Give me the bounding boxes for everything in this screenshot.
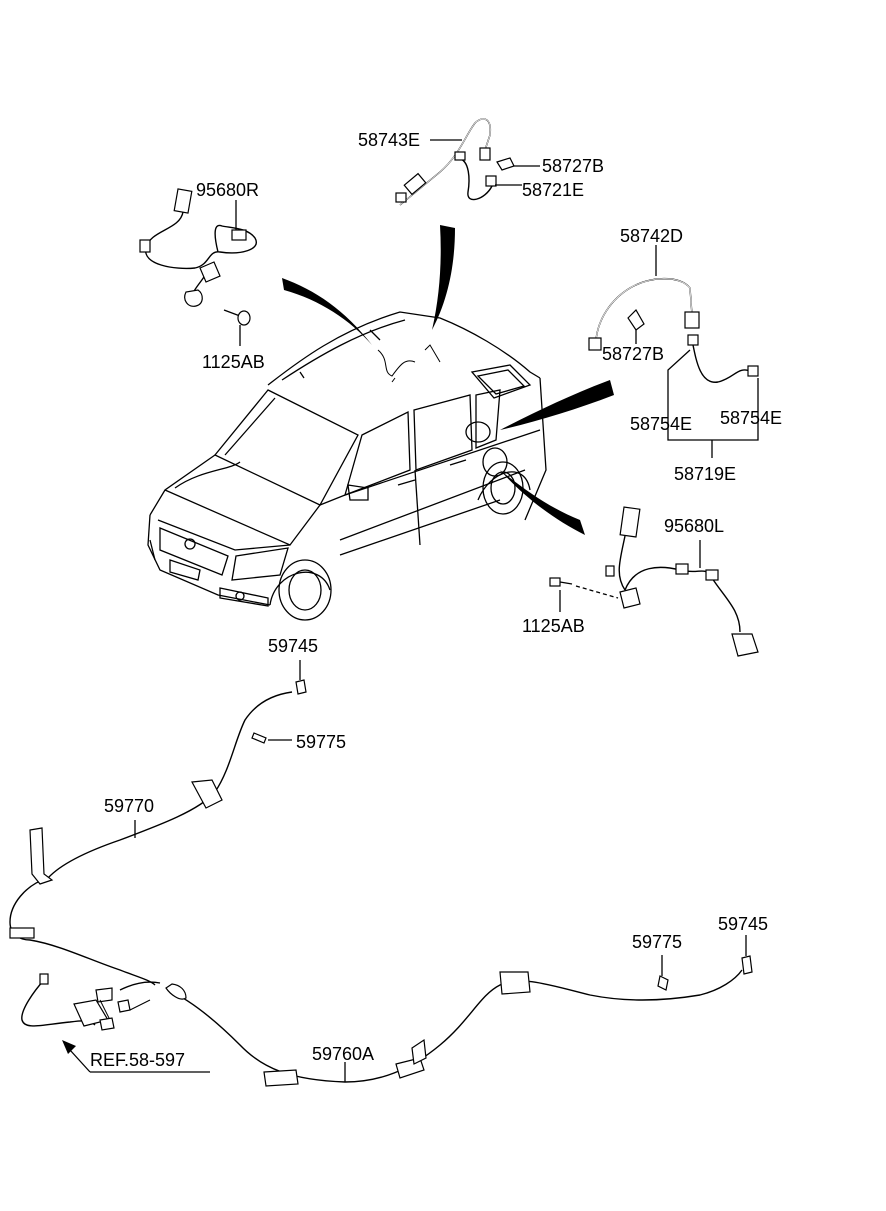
part-58727B-clip-top xyxy=(496,157,540,171)
part-1125AB-bolt-bottom xyxy=(549,577,619,612)
part-95680R-wheel-speed-sensor xyxy=(139,188,257,307)
label-59775-bottom: 59775 xyxy=(632,932,682,952)
part-58721E-brake-tube xyxy=(454,151,522,201)
vehicle-illustration xyxy=(147,311,547,621)
part-58727B-clip-mid xyxy=(627,309,645,344)
part-59745-bracket-bottom xyxy=(741,935,753,975)
wedge-upper-center xyxy=(432,225,455,330)
label-1125AB-top: 1125AB xyxy=(202,352,265,372)
label-58721E: 58721E xyxy=(522,180,584,200)
brake-lever-assembly xyxy=(95,981,161,1021)
label-ref: REF.58-597 xyxy=(90,1050,185,1070)
label-58743E: 58743E xyxy=(358,130,420,150)
label-58727B-top: 58727B xyxy=(542,156,604,176)
part-1125AB-bolt-top xyxy=(223,309,251,346)
part-58719E-brake-tube xyxy=(667,334,759,458)
label-58754E-left: 58754E xyxy=(630,414,692,434)
ref-harness xyxy=(21,973,115,1031)
part-59745-bracket-top xyxy=(295,660,307,695)
label-58742D: 58742D xyxy=(620,226,683,246)
label-59775-top: 59775 xyxy=(296,732,346,752)
label-95680L: 95680L xyxy=(664,516,724,536)
part-59775-clip-bottom xyxy=(657,955,669,991)
wedge-right-upper xyxy=(500,380,614,430)
part-59770-parking-brake-cable xyxy=(9,691,293,986)
part-59760A-parking-brake-cable xyxy=(165,969,743,1087)
label-95680R: 95680R xyxy=(196,180,259,200)
label-58727B-mid: 58727B xyxy=(602,344,664,364)
label-59745-top: 59745 xyxy=(268,636,318,656)
part-59775-clip-top xyxy=(251,732,292,744)
part-95680L-wheel-speed-sensor xyxy=(605,506,759,657)
label-58719E: 58719E xyxy=(674,464,736,484)
label-58754E-right: 58754E xyxy=(720,408,782,428)
label-59770: 59770 xyxy=(104,796,154,816)
ref-arrow xyxy=(62,1040,210,1073)
pointer-wedges xyxy=(282,225,614,535)
label-59745-bottom: 59745 xyxy=(718,914,768,934)
label-1125AB-bottom: 1125AB xyxy=(522,616,585,636)
label-59760A: 59760A xyxy=(312,1044,374,1064)
wedge-upper-left xyxy=(282,278,372,345)
part-58742D-brake-hose xyxy=(588,245,700,351)
part-58743E-brake-hose xyxy=(395,118,492,206)
wedge-right-lower xyxy=(500,470,585,535)
